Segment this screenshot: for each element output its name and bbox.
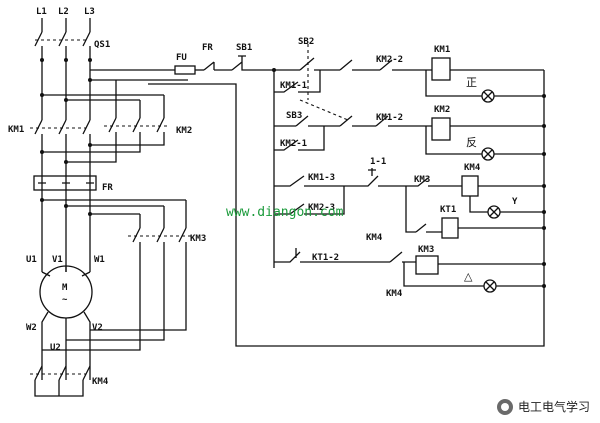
label-km4-main: KM4 bbox=[92, 377, 109, 387]
label-fr-main: FR bbox=[102, 183, 113, 193]
label-km2-main: KM2 bbox=[176, 126, 192, 136]
label-motor-m: M bbox=[62, 283, 68, 293]
coil-km4 bbox=[461, 175, 479, 197]
coil-km2 bbox=[431, 117, 451, 141]
label-l3: L3 bbox=[84, 7, 95, 17]
label-sb2: SB2 bbox=[298, 37, 314, 47]
label-km1-2: KM1-2 bbox=[376, 113, 403, 123]
label-v2: V2 bbox=[92, 323, 103, 333]
label-fu: FU bbox=[176, 53, 187, 63]
label-fr-top: FR bbox=[202, 43, 213, 53]
label-coil-km2: KM2 bbox=[434, 105, 450, 115]
label-qs1: QS1 bbox=[94, 40, 110, 50]
label-u1: U1 bbox=[26, 255, 37, 265]
label-w2: W2 bbox=[26, 323, 37, 333]
label-1-1: 1-1 bbox=[370, 157, 386, 167]
label-lamp-fan: 反 bbox=[466, 136, 477, 149]
brand-text: 电工电气学习 bbox=[517, 400, 590, 414]
watermark: www.diangon.com bbox=[226, 205, 344, 220]
label-km1-1: KM1-1 bbox=[280, 81, 307, 91]
control-circuit: FU FR SB1 SB2 KM2-2 KM1 正 KM1-1 SB bbox=[90, 37, 546, 347]
label-km1-3: KM1-3 bbox=[308, 173, 335, 183]
label-km1-main: KM1 bbox=[8, 125, 24, 135]
label-sb1: SB1 bbox=[236, 43, 252, 53]
label-kt1-2: KT1-2 bbox=[312, 253, 339, 263]
label-km3-contact: KM3 bbox=[414, 175, 430, 185]
coil-km1 bbox=[431, 57, 451, 81]
power-circuit: L1 L2 L3 QS1 KM1 KM2 FR bbox=[8, 7, 206, 397]
label-coil-km4: KM4 bbox=[464, 163, 481, 173]
label-km2-1: KM2-1 bbox=[280, 139, 307, 149]
label-l1: L1 bbox=[36, 7, 47, 17]
brand-badge: 电工电气学习 bbox=[496, 398, 590, 415]
label-lamp-delta: △ bbox=[464, 270, 473, 283]
label-v1: V1 bbox=[52, 255, 63, 265]
label-w1: W1 bbox=[94, 255, 105, 265]
coil-kt1 bbox=[441, 217, 459, 239]
fuse-fu bbox=[174, 65, 196, 75]
label-km2-3: KM2-3 bbox=[308, 203, 335, 213]
label-motor-sym: ~ bbox=[62, 295, 68, 305]
label-km3-main: KM3 bbox=[190, 234, 206, 244]
label-coil-km3b: KM3 bbox=[418, 245, 434, 255]
label-lamp-y: Y bbox=[512, 197, 518, 207]
label-lamp-zheng: 正 bbox=[466, 76, 477, 89]
label-km4-contact-a: KM4 bbox=[366, 233, 383, 243]
label-km4-contact-b: KM4 bbox=[386, 289, 403, 299]
wechat-icon bbox=[496, 398, 513, 415]
label-l2: L2 bbox=[58, 7, 69, 17]
coil-km3b bbox=[415, 255, 439, 275]
label-sb3: SB3 bbox=[286, 111, 302, 121]
label-coil-km1: KM1 bbox=[434, 45, 450, 55]
label-coil-kt1: KT1 bbox=[440, 205, 456, 215]
label-km2-2: KM2-2 bbox=[376, 55, 403, 65]
label-u2: U2 bbox=[50, 343, 61, 353]
